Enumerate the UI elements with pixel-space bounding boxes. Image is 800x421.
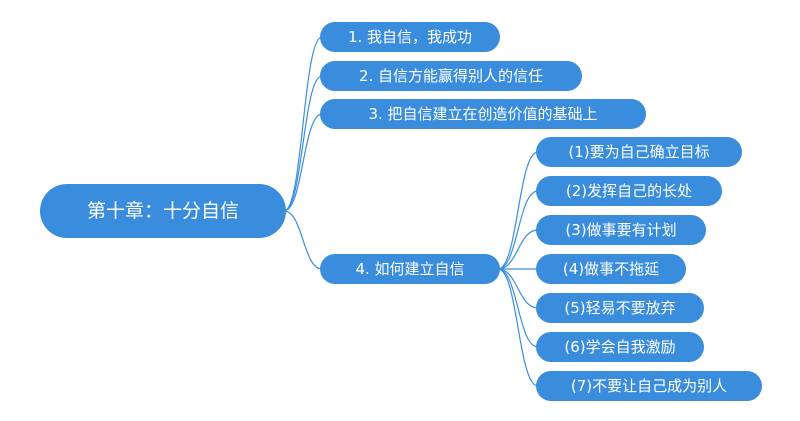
connector-branch-4-to-leaf-3 xyxy=(497,229,539,270)
leaf-node-1-box xyxy=(536,137,742,167)
branch-node-3-box xyxy=(320,99,646,129)
branch-node-1-label: 1. 我自信，我成功 xyxy=(348,28,472,46)
leaf-node-5-box xyxy=(536,293,704,323)
leaf-node-6-box xyxy=(536,332,704,362)
connector-branch-4-to-leaf-5 xyxy=(497,268,539,309)
leaf-node-7-box xyxy=(536,371,762,401)
branch-node-4-box xyxy=(320,254,500,284)
connector-branch-4-to-leaf-2 xyxy=(497,190,539,270)
leaf-node-5[interactable]: (5)轻易不要放弃 xyxy=(536,293,704,323)
connector-layer xyxy=(283,36,539,387)
branch-node-3-label: 3. 把自信建立在创造价值的基础上 xyxy=(368,105,597,123)
leaf-node-4-label: (4)做事不拖延 xyxy=(563,260,659,278)
branch-node-1-box xyxy=(320,22,500,52)
branch-node-2-box xyxy=(320,61,582,91)
leaf-node-1-label: (1)要为自己确立目标 xyxy=(568,143,709,161)
leaf-node-3-box xyxy=(536,215,706,245)
root-node[interactable]: 第十章：十分自信 xyxy=(40,184,286,238)
branch-node-4-label: 4. 如何建立自信 xyxy=(355,260,464,278)
leaf-node-6-label: (6)学会自我激励 xyxy=(564,338,675,356)
leaf-node-5-label: (5)轻易不要放弃 xyxy=(564,299,675,317)
branch-node-2[interactable]: 2. 自信方能赢得别人的信任 xyxy=(320,61,582,91)
leaf-node-7-label: (7)不要让自己成为别人 xyxy=(571,377,727,395)
root-node-box xyxy=(40,184,286,238)
connector-root-to-branch-2 xyxy=(283,75,323,212)
leaf-node-3[interactable]: (3)做事要有计划 xyxy=(536,215,706,245)
leaf-node-2-label: (2)发挥自己的长处 xyxy=(566,182,692,200)
leaf-node-3-label: (3)做事要有计划 xyxy=(565,221,676,239)
root-node-label: 第十章：十分自信 xyxy=(87,200,239,222)
leaf-node-4-box xyxy=(536,254,686,284)
leaf-node-4[interactable]: (4)做事不拖延 xyxy=(536,254,686,284)
connector-branch-4-to-leaf-6 xyxy=(497,268,539,348)
connector-root-to-branch-4 xyxy=(283,210,323,270)
branch-node-2-label: 2. 自信方能赢得别人的信任 xyxy=(359,67,543,85)
connector-root-to-branch-1 xyxy=(283,36,323,212)
branch-node-3[interactable]: 3. 把自信建立在创造价值的基础上 xyxy=(320,99,646,129)
leaf-node-6[interactable]: (6)学会自我激励 xyxy=(536,332,704,362)
leaf-node-2[interactable]: (2)发挥自己的长处 xyxy=(536,176,722,206)
connector-branch-4-to-leaf-1 xyxy=(497,151,539,270)
connector-branch-4-to-leaf-7 xyxy=(497,268,539,387)
leaf-node-1[interactable]: (1)要为自己确立目标 xyxy=(536,137,742,167)
leaf-node-2-box xyxy=(536,176,722,206)
branch-node-1[interactable]: 1. 我自信，我成功 xyxy=(320,22,500,52)
connector-root-to-branch-3 xyxy=(283,113,323,212)
branch-node-4[interactable]: 4. 如何建立自信 xyxy=(320,254,500,284)
leaf-node-7[interactable]: (7)不要让自己成为别人 xyxy=(536,371,762,401)
